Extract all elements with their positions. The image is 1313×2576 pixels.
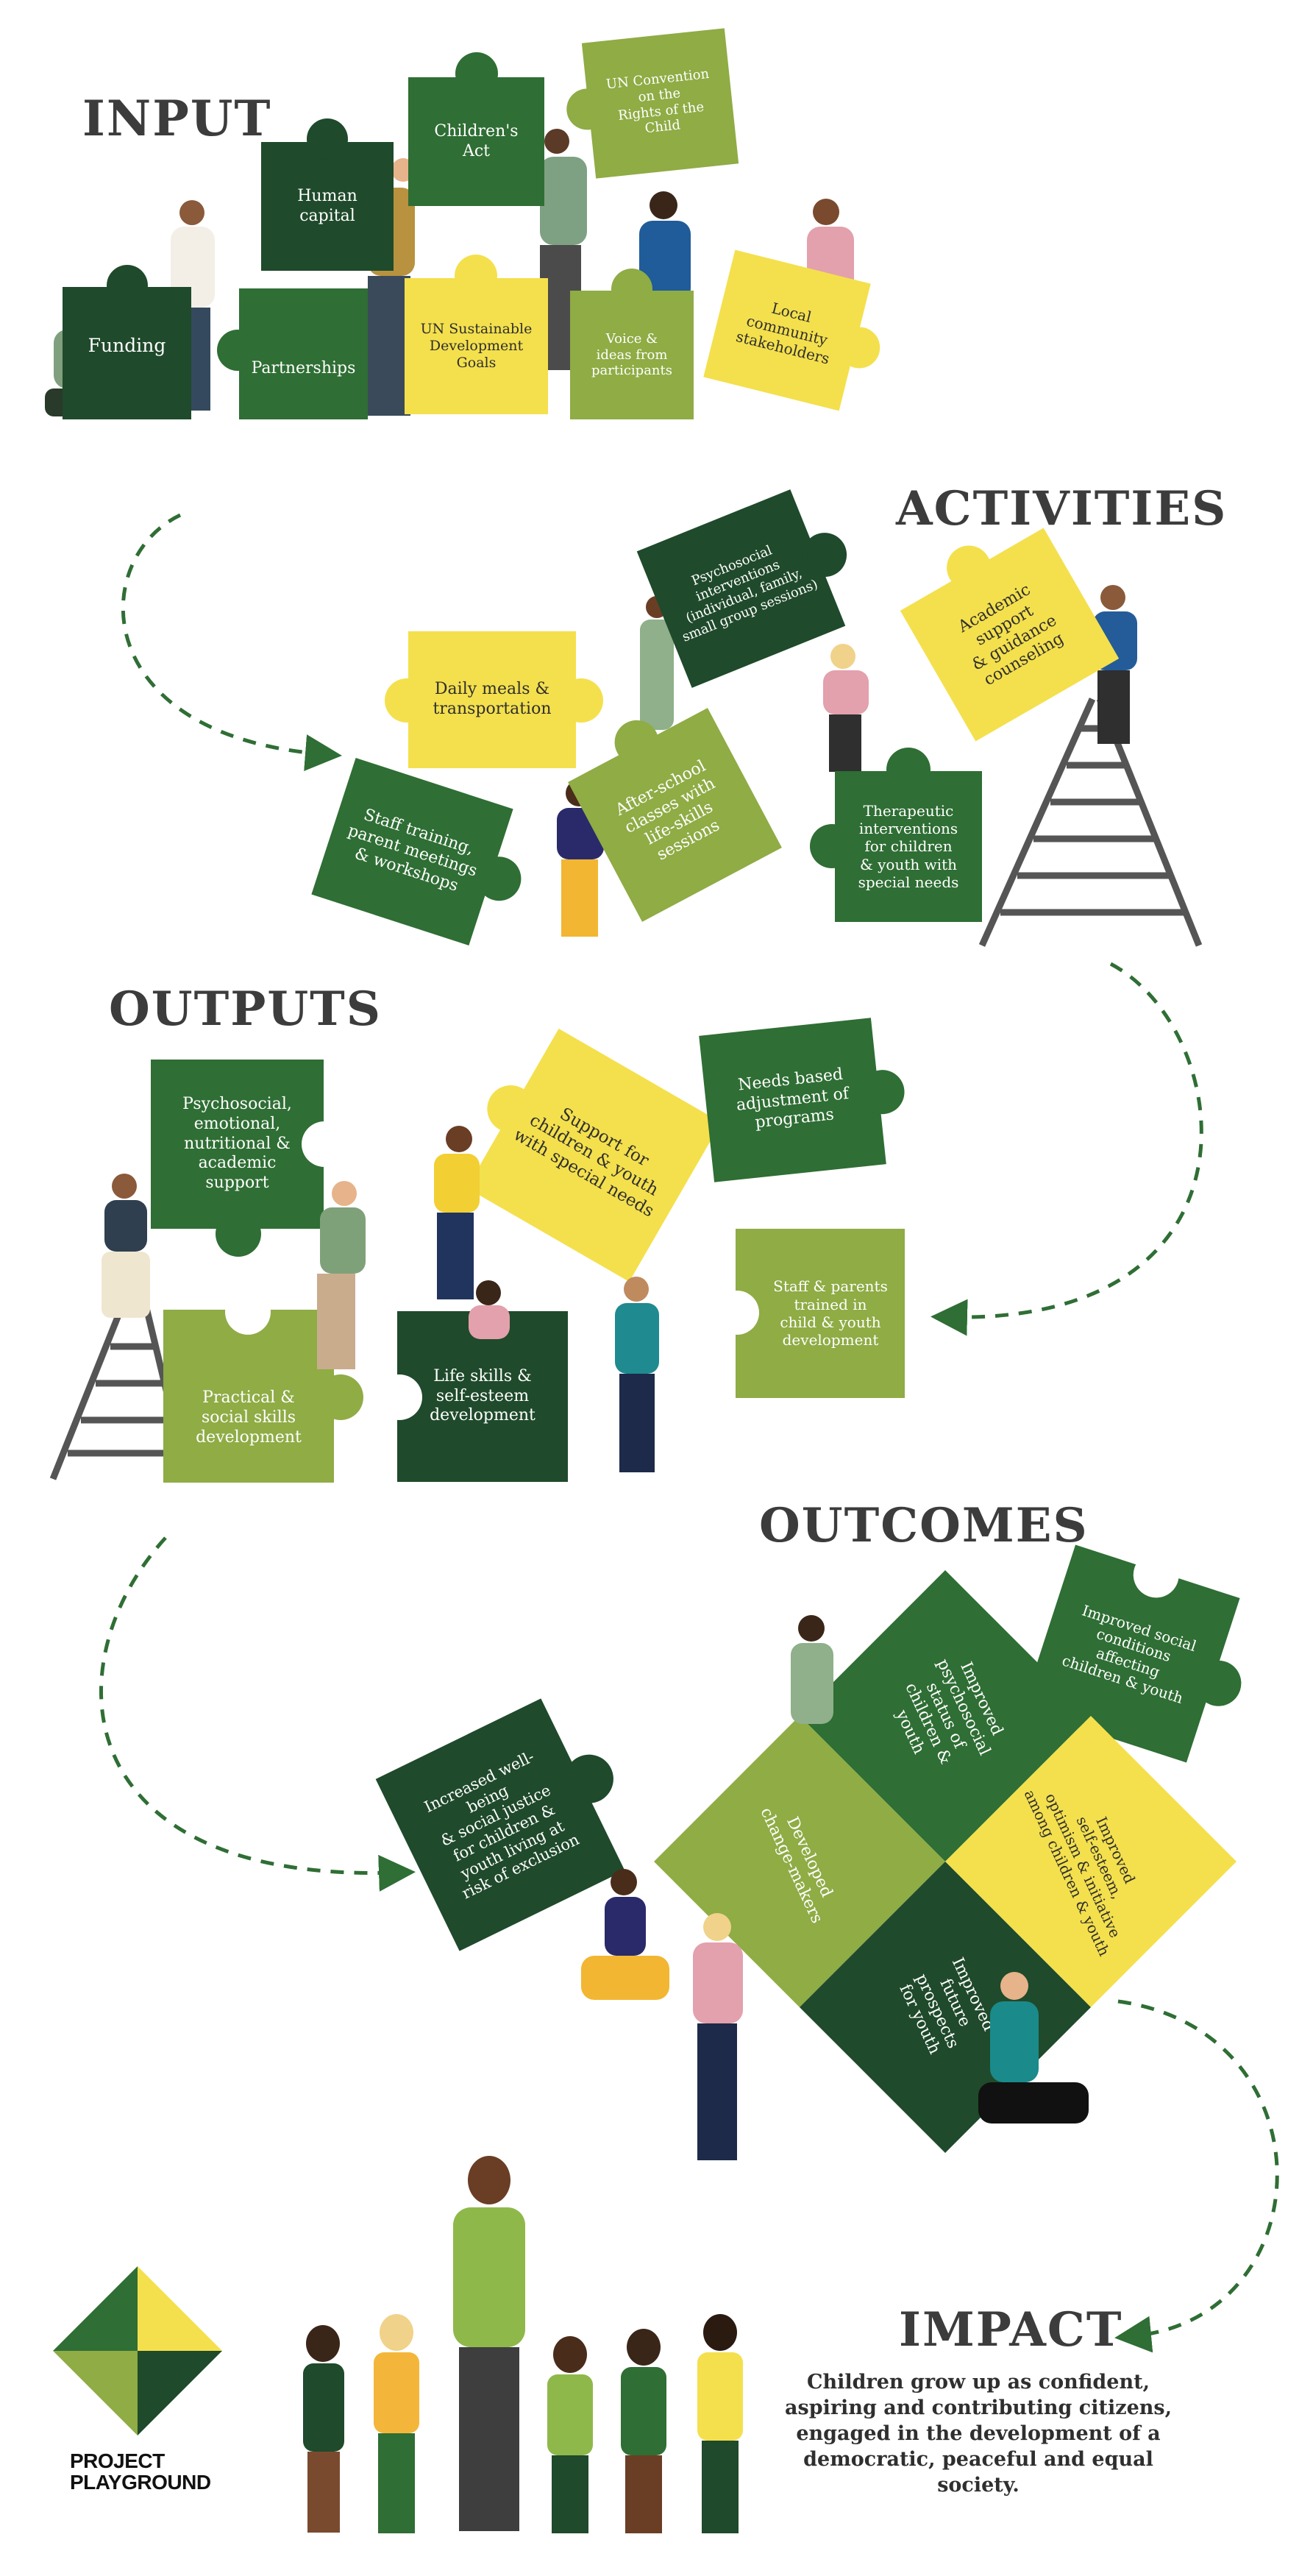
- input-piece-funding: Funding: [63, 265, 191, 419]
- person-figure: [412, 1126, 493, 1302]
- person-figure: [294, 2325, 353, 2538]
- input-piece-un-sdg: UN Sustainable Development Goals: [405, 255, 548, 414]
- section-title-impact: IMPACT: [899, 2302, 1123, 2357]
- input-piece-human-capital: Human capital: [261, 118, 394, 271]
- person-figure: [537, 2336, 603, 2538]
- person-figure: [566, 1869, 684, 2068]
- person-figure: [783, 1615, 842, 1725]
- person-figure: [813, 644, 879, 773]
- output-piece-staff-parents: Staff & parents trained in child & youth…: [715, 1229, 905, 1398]
- output-piece-psychosocial-support: Psychosocial, emotional, nutritional & a…: [151, 1060, 347, 1257]
- children-group: [280, 2156, 780, 2538]
- person-figure: [603, 1277, 669, 1475]
- person-figure: [434, 2156, 544, 2538]
- arrow-input-to-activities: [121, 513, 342, 771]
- person-figure: [677, 1913, 758, 2163]
- person-figure: [611, 2329, 677, 2538]
- output-piece-life-skills: Life skills & self-esteem development: [377, 1311, 568, 1482]
- person-figure: [460, 1280, 519, 1339]
- person-figure: [684, 2314, 758, 2538]
- project-playground-logo: [53, 2266, 222, 2435]
- impact-statement: Children grow up as confident, aspiring …: [785, 2371, 1172, 2497]
- input-piece-childrens-act: Children's Act: [408, 52, 544, 206]
- person-figure: [956, 1972, 1096, 2185]
- section-title-input: INPUT: [82, 90, 272, 147]
- output-piece-special-needs: Support for children & youth with specia…: [466, 1028, 722, 1282]
- person-figure: [360, 2314, 434, 2538]
- arrow-outcomes-to-impact: [1114, 1999, 1279, 2353]
- section-title-outputs: OUTPUTS: [109, 982, 382, 1037]
- input-piece-un-convention: UN Convention on the Rights of the Child: [564, 28, 739, 179]
- activity-piece-staff-training: Staff training, parent meetings & worksh…: [311, 758, 527, 945]
- activity-piece-therapeutic: Therapeutic interventions for children &…: [810, 748, 982, 922]
- input-piece-voice-ideas: Voice & ideas from participants: [570, 269, 694, 419]
- section-title-outcomes: OUTCOMES: [759, 1498, 1089, 1553]
- output-piece-needs-adjustment: Needs based adjustment of programs: [699, 1018, 907, 1182]
- output-piece-practical-social: Practical & social skills development: [163, 1289, 363, 1483]
- arrow-outputs-to-outcomes: [99, 1536, 416, 1892]
- arrow-activities-to-outputs: [931, 962, 1203, 1336]
- person-figure: [96, 1174, 177, 1358]
- activity-piece-daily-meals: Daily meals & transportation: [385, 631, 603, 768]
- section-title-activities: ACTIVITIES: [896, 481, 1228, 536]
- person-figure: [291, 1181, 371, 1372]
- input-piece-partnerships: Partnerships: [217, 288, 368, 419]
- logo-wordmark: PROJECT PLAYGROUND: [70, 2449, 211, 2494]
